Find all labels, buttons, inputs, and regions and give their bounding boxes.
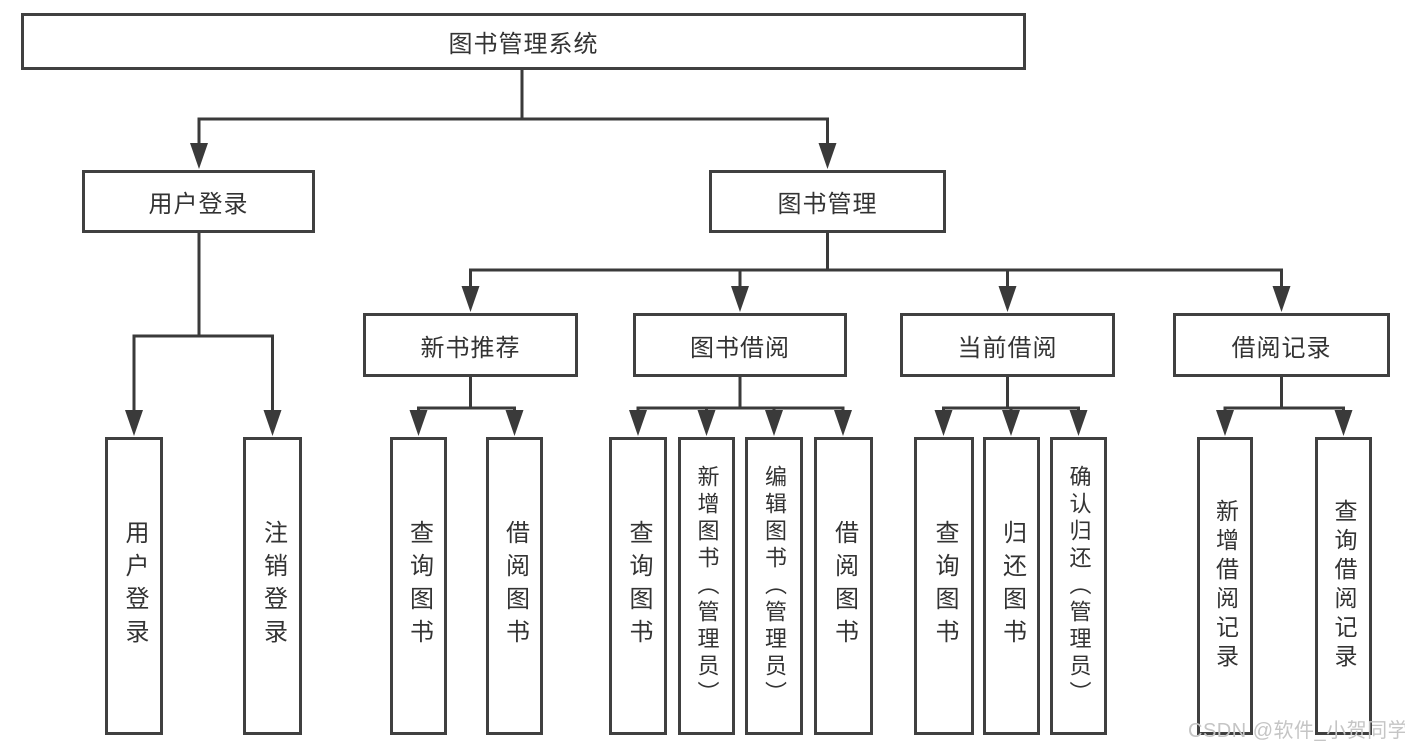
node-label: 用户登录	[148, 191, 249, 218]
leaf-edit-books-admin: 编辑图书（管理员）	[745, 437, 803, 735]
leaf-borrow-books-recommend: 借阅图书	[486, 437, 543, 735]
node-label: 借阅记录	[1231, 334, 1332, 362]
node-label: 新书推荐	[420, 334, 521, 362]
leaf-label: 借阅图书	[830, 520, 858, 652]
leaf-label: 查询图书	[625, 520, 652, 652]
leaf-label: 用户登录	[121, 520, 148, 652]
leaf-return-books: 归还图书	[983, 437, 1040, 735]
leaf-query-books-borrowing: 查询图书	[609, 437, 667, 735]
leaf-query-books-recommend: 查询图书	[390, 437, 447, 735]
connector-book-borrowing-to-leaves	[629, 377, 852, 436]
leaf-add-books-admin: 新增图书（管理员）	[678, 437, 735, 735]
csdn-watermark: CSDN @软件_小贺同学	[1188, 720, 1405, 742]
connector-current-borrowing-to-leaves	[934, 377, 1088, 436]
connector-user-login-to-leaves	[125, 233, 282, 436]
leaf-label: 查询图书	[931, 520, 958, 652]
node-borrow-records: 借阅记录	[1173, 313, 1390, 377]
node-label: 图书借阅	[690, 334, 790, 362]
node-book-management: 图书管理	[709, 170, 946, 233]
leaf-logout-login: 注销登录	[243, 437, 302, 735]
leaf-query-books-current: 查询图书	[914, 437, 974, 735]
leaf-label: 新增图书（管理员）	[694, 464, 720, 708]
node-new-book-recommend: 新书推荐	[363, 313, 578, 377]
leaf-confirm-return-admin: 确认归还（管理员）	[1050, 437, 1107, 735]
leaf-label: 借阅图书	[501, 520, 529, 652]
leaf-label: 归还图书	[998, 520, 1026, 652]
node-label: 当前借阅	[957, 334, 1058, 362]
leaf-label: 编辑图书（管理员）	[762, 464, 787, 708]
connector-root-to-level2	[190, 70, 837, 169]
node-book-borrowing: 图书借阅	[633, 313, 847, 377]
connector-borrow-records-to-leaves	[1216, 377, 1353, 436]
connector-book-management-to-level3	[461, 233, 1291, 312]
leaf-label: 新增借阅记录	[1212, 499, 1239, 673]
leaf-add-borrow-record: 新增借阅记录	[1197, 437, 1253, 735]
leaf-label: 注销登录	[259, 520, 287, 652]
connector-new-book-recommend-to-leaves	[409, 377, 524, 436]
leaf-label: 查询借阅记录	[1331, 499, 1357, 673]
node-library-management-system: 图书管理系统	[21, 13, 1026, 70]
leaf-label: 查询图书	[405, 520, 433, 652]
node-label: 图书管理系统	[448, 31, 599, 58]
node-label: 图书管理	[777, 191, 878, 218]
node-current-borrowing: 当前借阅	[900, 313, 1115, 377]
leaf-label: 确认归还（管理员）	[1066, 464, 1092, 708]
leaf-borrow-books-borrowing: 借阅图书	[814, 437, 873, 735]
leaf-user-login: 用户登录	[105, 437, 163, 735]
node-user-login: 用户登录	[82, 170, 315, 233]
leaf-query-borrow-record: 查询借阅记录	[1315, 437, 1372, 735]
